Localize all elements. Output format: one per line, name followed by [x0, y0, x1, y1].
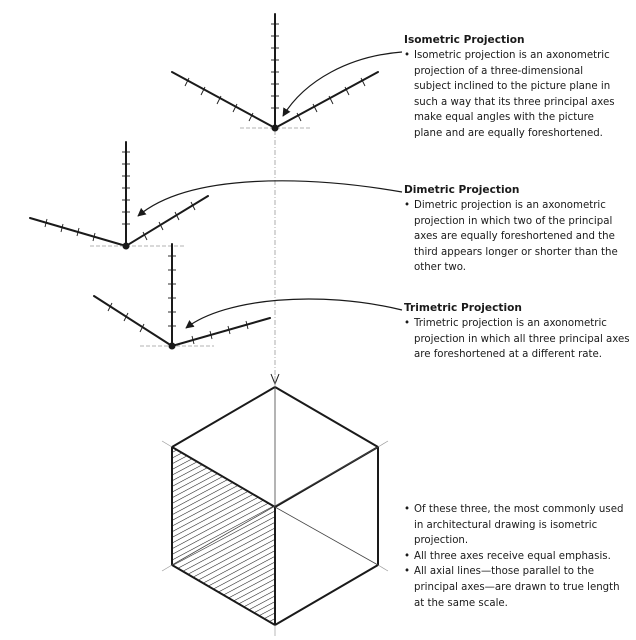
- trimetric-origin: [168, 342, 176, 350]
- summary-bullet-true-length: All axial lines—those parallel to the pr…: [404, 564, 626, 611]
- isometric-title: Isometric Projection: [404, 34, 525, 46]
- trimetric-ticks: [107, 255, 249, 345]
- isometric-origin: [271, 124, 279, 132]
- trimetric-note: Trimetric Projection Trimetric projectio…: [404, 301, 630, 363]
- isometric-note: Isometric Projection Isometric projectio…: [404, 33, 622, 142]
- trimetric-leader-arrow: [185, 298, 403, 329]
- dimetric-ticks: [44, 151, 196, 242]
- summary-bullet-emphasis: All three axes receive equal emphasis.: [404, 549, 626, 565]
- summary-note: Of these three, the most commonly used i…: [404, 502, 626, 611]
- dimetric-bullet: Dimetric projection is an axonometric pr…: [404, 198, 630, 276]
- trimetric-bullet: Trimetric projection is an axonometric p…: [404, 316, 630, 363]
- isometric-ticks: [184, 23, 366, 122]
- trimetric-axes: [93, 243, 271, 347]
- isometric-axes: [171, 13, 379, 129]
- dimetric-leader-arrow: [137, 180, 403, 217]
- cube-shaded-face: [172, 447, 275, 625]
- isometric-bullet: Isometric projection is an axonometric p…: [404, 48, 622, 142]
- dimetric-origin: [122, 242, 130, 250]
- summary-bullet-common: Of these three, the most commonly used i…: [404, 502, 626, 549]
- trimetric-title: Trimetric Projection: [404, 302, 522, 314]
- dimetric-note: Dimetric Projection Dimetric projection …: [404, 183, 630, 276]
- dimetric-title: Dimetric Projection: [404, 184, 520, 196]
- isometric-leader-arrow: [282, 51, 403, 117]
- cube-hidden-lines: [171, 387, 379, 566]
- isometric-cube: [161, 376, 389, 636]
- cube-extension-lines: [161, 376, 389, 636]
